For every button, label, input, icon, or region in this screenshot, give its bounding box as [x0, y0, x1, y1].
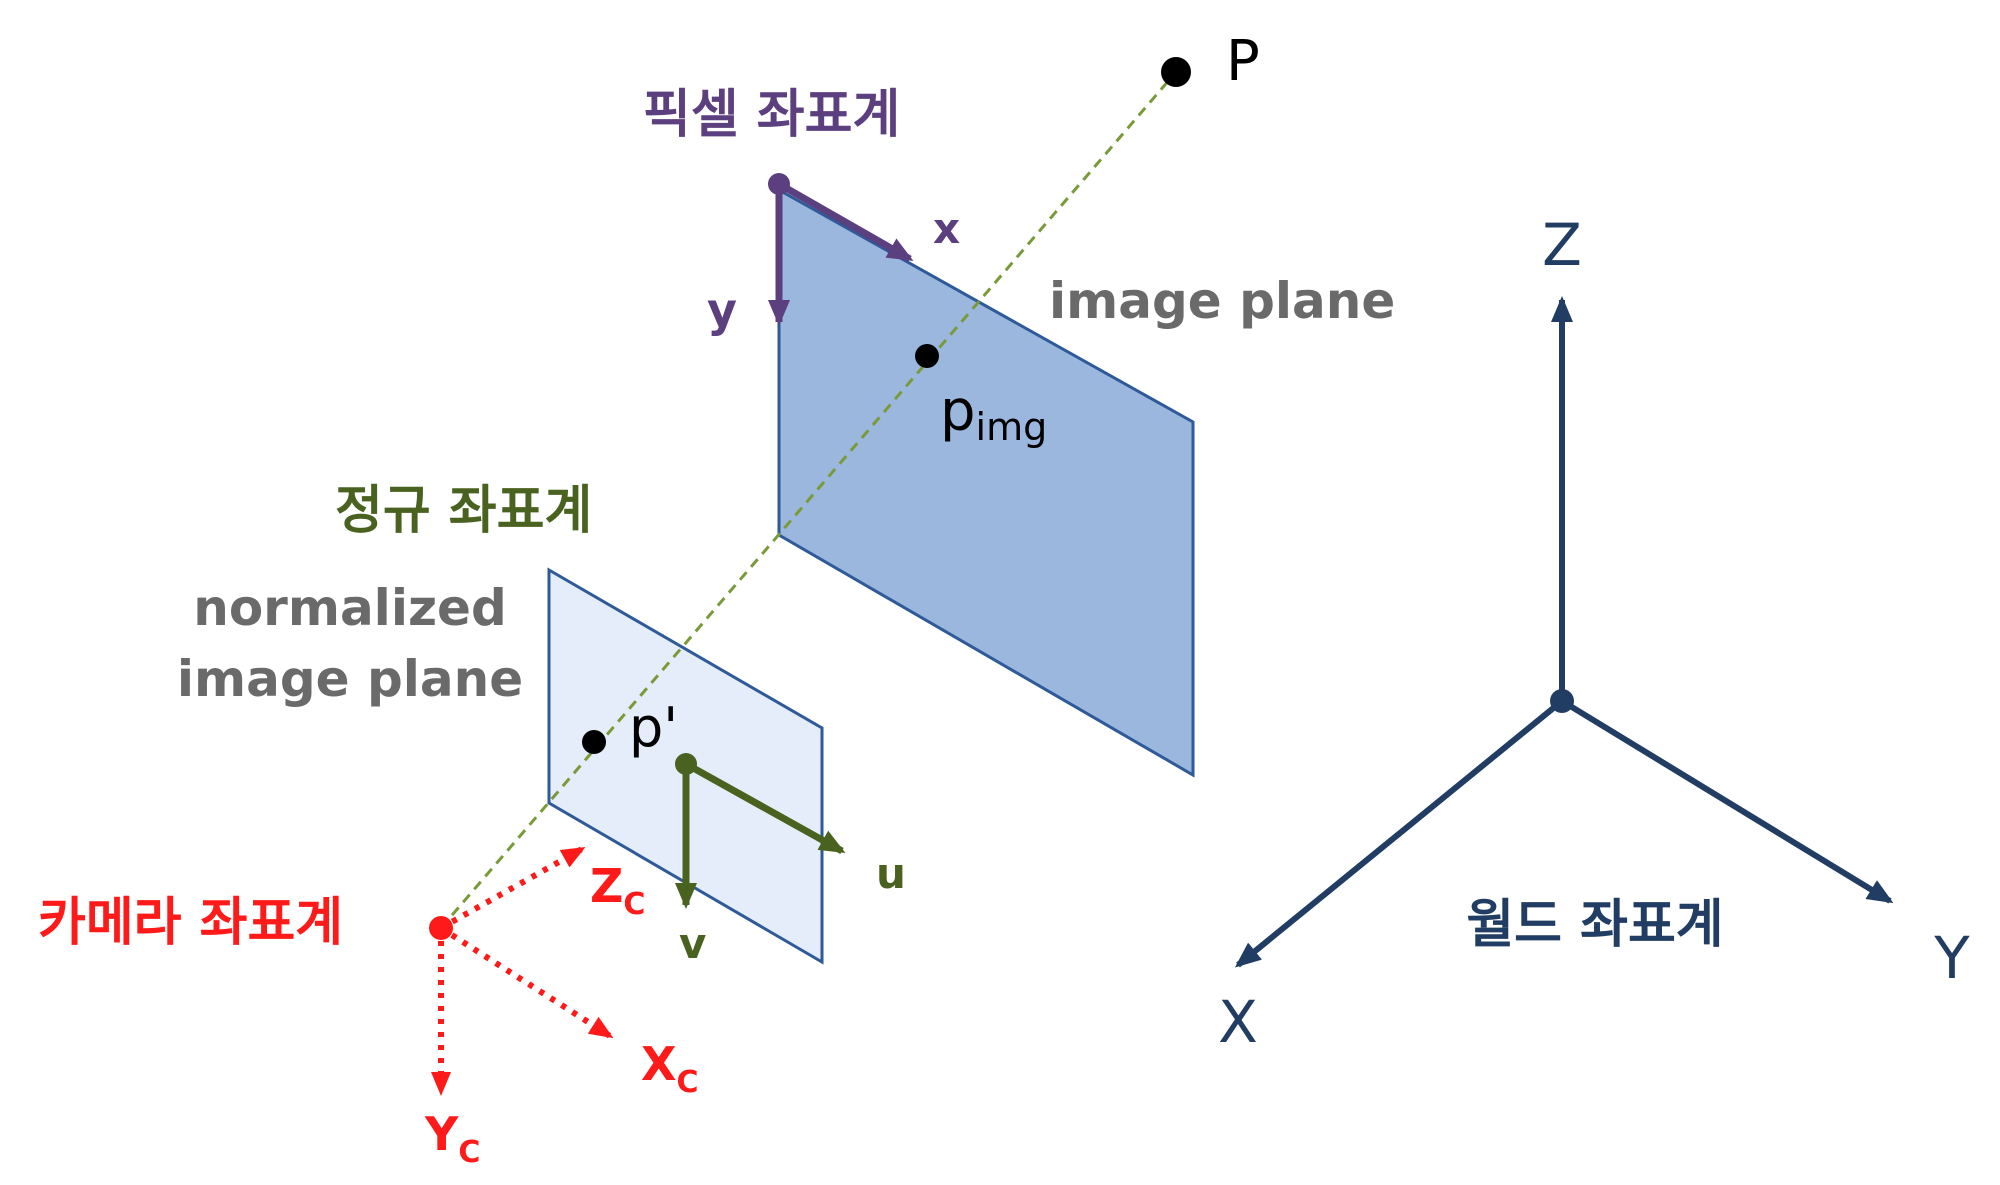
pixel-x-label: x [933, 204, 960, 253]
normalized-plane-caption-line1: normalized [193, 579, 507, 637]
camera-x-label: XC [641, 1037, 699, 1100]
camera-z-axis [439, 846, 586, 931]
normalized-v-label: v [679, 919, 706, 968]
p-prime-marker [582, 730, 606, 754]
point-P-marker [1161, 57, 1191, 87]
normalized-u-axis [684, 760, 846, 855]
world-z-label: Z [1542, 211, 1582, 279]
normalized-plane-caption-line2: image plane [177, 650, 523, 708]
camera-frame-title: 카메라 좌표계 [38, 893, 343, 953]
world-x-label: X [1218, 988, 1258, 1056]
world-y-axis [1560, 698, 1894, 904]
p-prime-label: p' [629, 696, 678, 759]
pixel-frame-title: 픽셀 좌표계 [643, 85, 900, 145]
image-plane-caption: image plane [1049, 272, 1395, 330]
projection-ray [439, 71, 1178, 929]
image-plane [777, 187, 1195, 778]
world-y-label: Y [1933, 924, 1970, 992]
normalized-u-label: u [876, 849, 906, 898]
pixel-x-axis [777, 180, 914, 263]
point-P-label: P [1226, 29, 1260, 94]
p-img-marker [915, 344, 939, 368]
world-x-axis [1234, 698, 1564, 968]
camera-y-label: YC [424, 1107, 480, 1170]
p-img-label: pimg [940, 379, 1047, 449]
normalized-frame-title: 정규 좌표계 [335, 481, 592, 541]
pixel-y-label: y [707, 283, 737, 337]
camera-z-label: ZC [590, 859, 645, 922]
world-frame-title: 월드 좌표계 [1466, 895, 1723, 955]
camera-x-axis [439, 925, 614, 1039]
